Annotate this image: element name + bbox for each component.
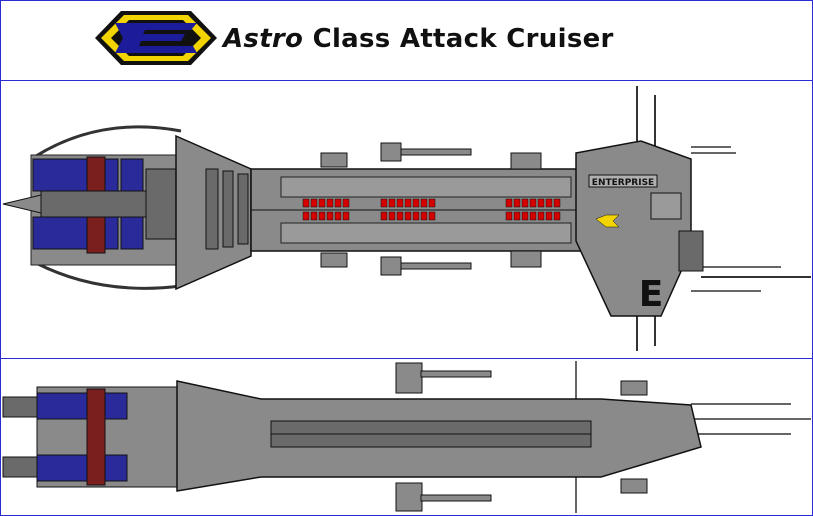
ship-name-plate: ENTERPRISE — [592, 178, 654, 188]
side-view-panel — [0, 358, 813, 516]
hull-emblem-icon — [595, 214, 620, 228]
title-rest: Class Attack Cruiser — [303, 24, 614, 54]
side-view-drawing — [2, 361, 811, 513]
astro-emblem-icon — [95, 11, 217, 65]
header-banner: Astro Class Attack Cruiser — [0, 0, 813, 81]
page-title: Astro Class Attack Cruiser — [223, 19, 614, 59]
title-class-name: Astro — [223, 24, 304, 54]
top-view-drawing: ENTERPRISE E — [2, 86, 811, 351]
hull-letter: E — [639, 274, 664, 315]
top-view-panel: ENTERPRISE E — [0, 80, 813, 359]
